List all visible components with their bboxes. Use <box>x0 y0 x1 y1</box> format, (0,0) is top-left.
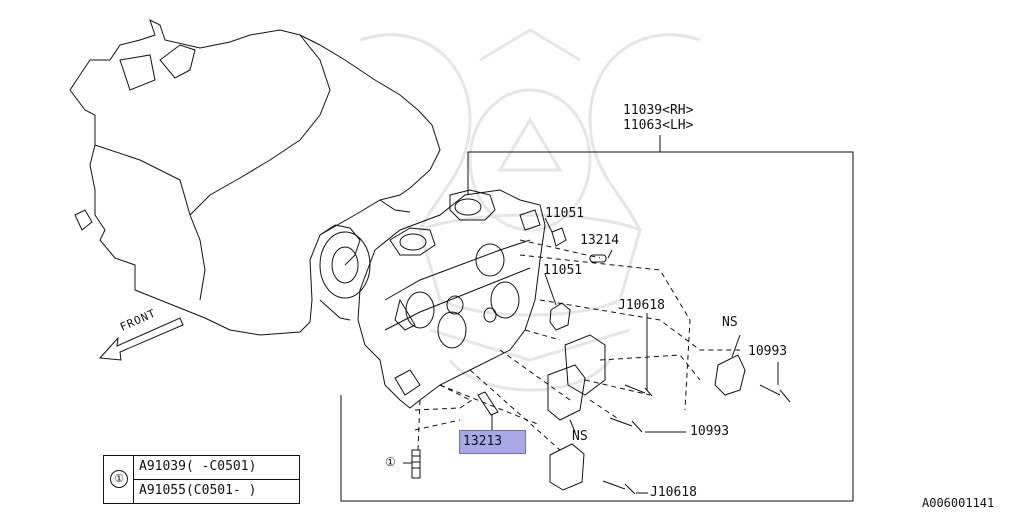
legend-number-cell: ① <box>104 456 134 503</box>
label-head-lh: 11063<LH> <box>623 118 694 133</box>
label-head-rh: 11039<RH> <box>623 103 694 118</box>
label-bolt-10993-mid: 10993 <box>690 424 730 439</box>
leader-lines <box>403 217 779 494</box>
label-plug-upper: 11051 <box>545 206 585 221</box>
label-bolt-j10618-upper: J10618 <box>618 298 665 313</box>
front-arrow <box>98 317 184 361</box>
legend-table: ① A91039( -C0501) A91055(C0501- ) <box>103 455 300 504</box>
small-parts <box>411 227 791 495</box>
parts-box <box>340 135 854 502</box>
part-13213-highlight[interactable]: 13213 <box>459 430 526 454</box>
watermark-emblem <box>359 28 701 392</box>
label-part-13213: 13213 <box>463 434 503 449</box>
label-bolt-j10618-lower: J10618 <box>650 485 697 500</box>
guide-lines <box>414 239 740 451</box>
legend-row-text: A91055(C0501- ) <box>139 483 257 498</box>
engine-block <box>69 19 441 336</box>
label-ns-right: NS <box>722 315 738 330</box>
label-plug-lower: 11051 <box>543 263 583 278</box>
label-bolt-10993-right: 10993 <box>748 344 788 359</box>
label-ns-mid: NS <box>572 429 588 444</box>
legend-row: A91039( -C0501) <box>134 456 299 480</box>
legend-row: A91055(C0501- ) <box>134 480 299 503</box>
image-id: A006001141 <box>922 496 995 510</box>
label-stud-circle: ① <box>385 455 396 469</box>
label-pin-13214: 13214 <box>580 233 620 248</box>
legend-circle: ① <box>110 470 128 488</box>
legend-row-text: A91039( -C0501) <box>139 459 257 474</box>
